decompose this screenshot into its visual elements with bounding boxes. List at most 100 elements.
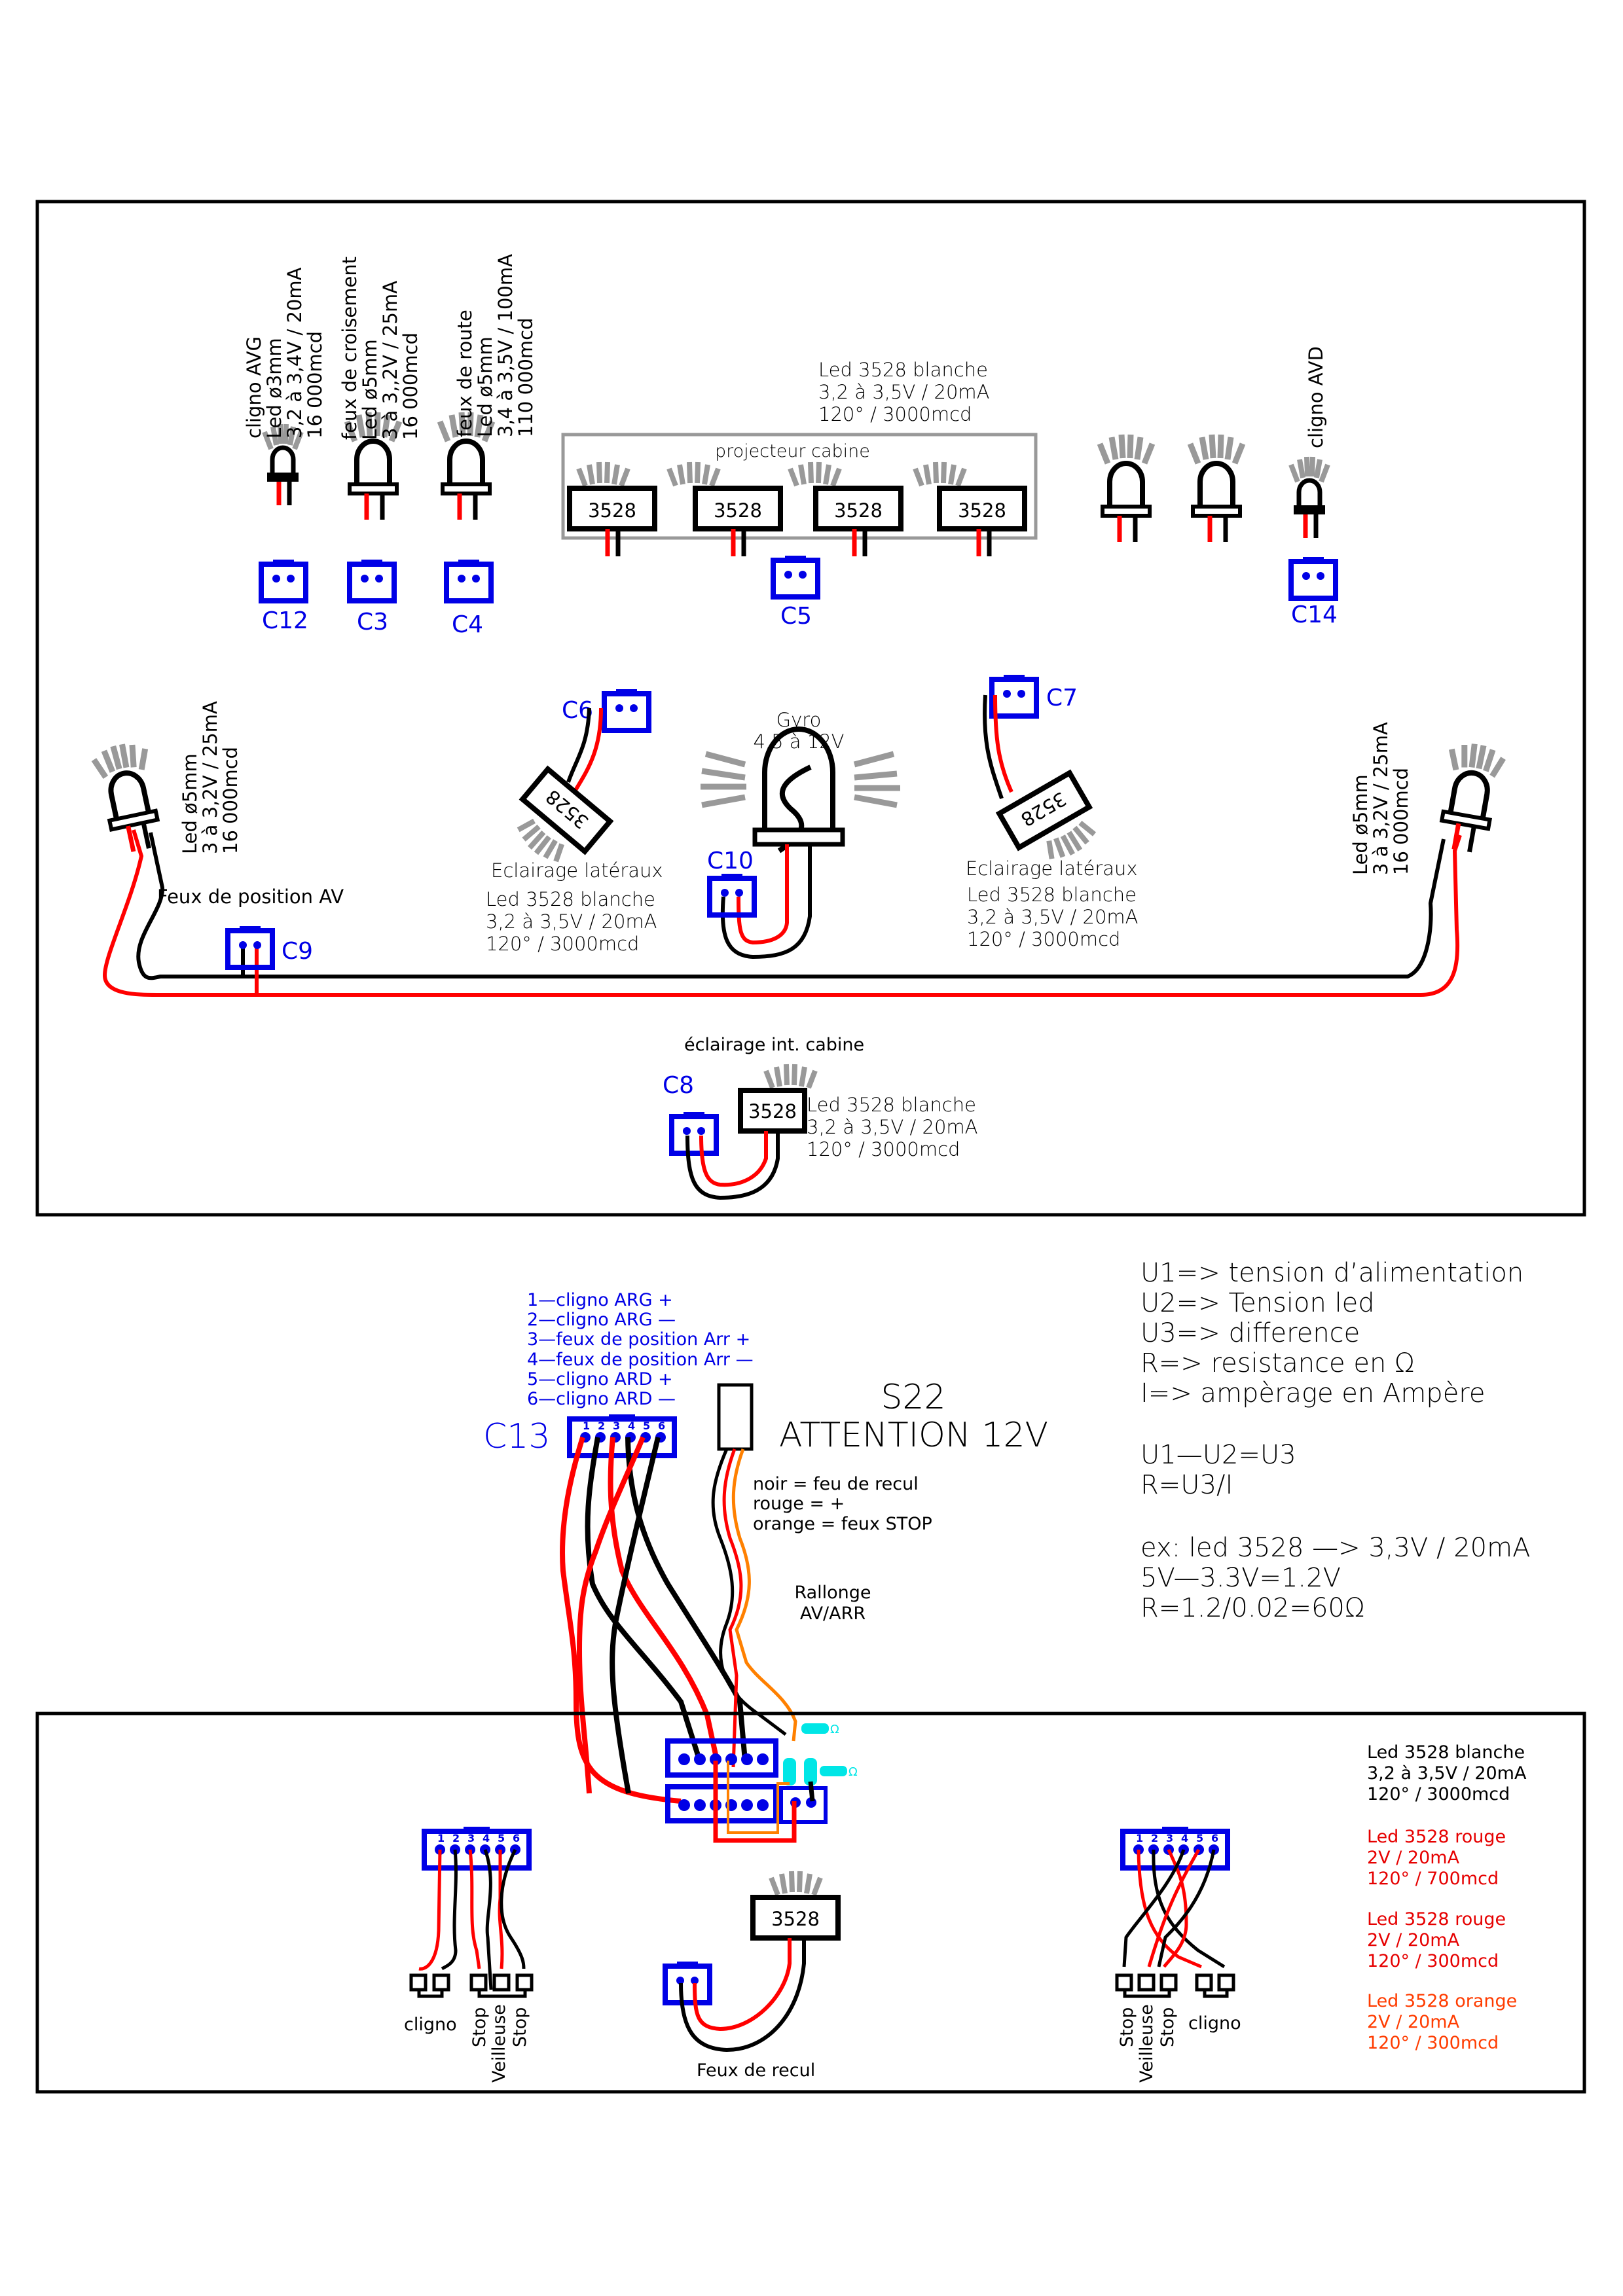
spec-cabin-interior: Led 3528 blanche 3,2 à 3,5V / 20mA 120° … — [807, 1094, 977, 1160]
led-front-right-1 — [1100, 435, 1152, 542]
svg-text:3 à 3,2V / 25mA: 3 à 3,2V / 25mA — [1370, 722, 1392, 875]
led-position-av-right — [1434, 740, 1504, 855]
svg-text:120° / 300mcd: 120° / 300mcd — [1367, 1951, 1499, 1971]
connector-c5[interactable] — [773, 556, 818, 597]
label-rear-right-cligno: cligno — [1188, 2013, 1241, 2034]
connector-c10[interactable] — [710, 874, 754, 915]
svg-text:Led 3528 blanche: Led 3528 blanche — [818, 359, 988, 381]
s22-plug[interactable] — [717, 1383, 754, 1451]
distribution-block-bottom[interactable] — [665, 1784, 778, 1823]
svg-text:3,2 à 3,5V / 20mA: 3,2 à 3,5V / 20mA — [1367, 1763, 1527, 1784]
svg-text:3: 3 — [613, 1420, 620, 1432]
wires-rear-right — [1122, 1848, 1226, 1969]
svg-text:U3=> difference: U3=> difference — [1140, 1318, 1360, 1348]
svg-text:1—cligno ARG +: 1—cligno ARG + — [527, 1290, 673, 1310]
connector-c9[interactable] — [228, 926, 272, 967]
led-position-av-left — [92, 740, 166, 855]
label-feux-route: feux de route Led ø5mm 3,4 à 3,5V / 100m… — [454, 254, 537, 437]
svg-text:AV/ARR: AV/ARR — [800, 1604, 866, 1624]
svg-text:I=> ampèrage en Ampère: I=> ampèrage en Ampère — [1140, 1378, 1485, 1408]
svg-text:3,2 à 3,5V / 20mA: 3,2 à 3,5V / 20mA — [807, 1116, 977, 1138]
connector-label-c10: C10 — [707, 848, 754, 874]
gyro-label: Gyro 4.5 à 12V — [753, 709, 844, 753]
svg-text:2V / 20mA: 2V / 20mA — [1367, 1930, 1460, 1950]
svg-text:feux de route: feux de route — [454, 310, 476, 437]
svg-text:3,2 à 3,4V / 20mA: 3,2 à 3,4V / 20mA — [283, 267, 306, 439]
label-position-av-left: Led ø5mm 3 à 3,2V / 25mA 16 000mcd — [179, 701, 242, 854]
connector-c14[interactable] — [1291, 557, 1336, 598]
connector-c3[interactable] — [350, 560, 394, 601]
wires-lateral-right — [983, 694, 1013, 799]
connector-label-c7: C7 — [1046, 685, 1078, 711]
wires-c13-harness — [560, 1436, 748, 1804]
svg-text:rouge = +: rouge = + — [753, 1494, 845, 1514]
wires-gyro — [720, 844, 812, 960]
svg-text:Stop: Stop — [1158, 2007, 1178, 2047]
connector-c8[interactable] — [672, 1112, 716, 1153]
spec-lateral-left: Eclairage latéraux Led 3528 blanche 3,2 … — [486, 859, 663, 955]
svg-text:3 à 3,,2V / 25mA: 3 à 3,,2V / 25mA — [379, 281, 401, 440]
connector-label-c13: C13 — [483, 1417, 550, 1456]
svg-text:5: 5 — [1196, 1832, 1203, 1844]
label-feux-croisement: feux de croisement Led ø5mm 3 à 3,,2V / … — [338, 257, 422, 440]
wires-rear-left — [418, 1848, 526, 1990]
svg-text:cligno AVG: cligno AVG — [243, 336, 265, 439]
svg-text:R=U3/I: R=U3/I — [1140, 1470, 1233, 1500]
connector-c6[interactable] — [604, 689, 649, 730]
svg-text:Led 3528 rouge: Led 3528 rouge — [1367, 1827, 1506, 1847]
s22-title: S22 — [881, 1378, 945, 1417]
svg-text:Veilleuse: Veilleuse — [1137, 2004, 1157, 2083]
svg-text:4—feux de position Arr —: 4—feux de position Arr — — [527, 1350, 754, 1370]
label-feux-position-av: Feux de position AV — [157, 886, 344, 908]
extension-label: Rallonge AV/ARR — [794, 1583, 871, 1624]
chip-reverse: 3528 — [750, 1871, 841, 1941]
bulb-sockets-rear-right — [1117, 1975, 1233, 1998]
power-terminal[interactable] — [779, 1786, 828, 1824]
wires-lateral-left — [566, 708, 603, 796]
c13-pin-numbers: 1 2 3 4 5 6 — [583, 1420, 665, 1432]
chip-cabin-interior: 3528 — [738, 1064, 815, 1134]
wires-position-av — [102, 829, 1462, 997]
svg-text:U1=> tension d’alimentation: U1=> tension d’alimentation — [1140, 1258, 1523, 1288]
svg-text:3528: 3528 — [714, 499, 762, 522]
svg-text:16 000mcd: 16 000mcd — [1390, 768, 1412, 875]
svg-text:Eclairage latéraux: Eclairage latéraux — [491, 859, 663, 882]
distribution-block-top[interactable] — [665, 1738, 778, 1778]
svg-text:16 000mcd: 16 000mcd — [304, 331, 326, 439]
svg-text:3528: 3528 — [958, 499, 1006, 522]
svg-text:Led 3528 orange: Led 3528 orange — [1367, 1991, 1517, 2011]
connector-label-c14: C14 — [1291, 601, 1338, 628]
svg-text:120° / 3000mcd: 120° / 3000mcd — [486, 933, 639, 955]
connector-reverse[interactable] — [665, 1962, 710, 2003]
connector-c4[interactable] — [447, 560, 491, 601]
svg-text:120° / 3000mcd: 120° / 3000mcd — [807, 1138, 960, 1160]
connector-c7[interactable] — [992, 675, 1036, 716]
svg-text:2V / 20mA: 2V / 20mA — [1367, 1848, 1460, 1868]
svg-text:5—cligno ARD +: 5—cligno ARD + — [527, 1369, 673, 1390]
rear-panel-border — [35, 1712, 1586, 2094]
rear-right-pin-numbers: 1 2 3 4 5 6 — [1136, 1832, 1218, 1844]
projecteur-chip-2: 3528 — [669, 462, 783, 556]
cabin-interior-title: éclairage int. cabine — [684, 1035, 864, 1055]
resistors: Ω Ω — [783, 1723, 858, 1785]
svg-text:3,4 à 3,5V / 100mA: 3,4 à 3,5V / 100mA — [494, 254, 517, 437]
connector-c12[interactable] — [261, 560, 306, 601]
svg-text:6: 6 — [1211, 1832, 1218, 1844]
gyro-beacon — [701, 726, 900, 853]
svg-text:Led 3528 blanche: Led 3528 blanche — [807, 1094, 976, 1116]
spec-lateral-right: Eclairage latéraux Led 3528 blanche 3,2 … — [966, 857, 1138, 950]
projecteur-chip-1: 3528 — [567, 462, 657, 556]
svg-text:4: 4 — [1181, 1832, 1188, 1844]
svg-text:3: 3 — [1166, 1832, 1173, 1844]
svg-text:Led ø5mm: Led ø5mm — [1349, 774, 1372, 875]
c13-pinout: 1—cligno ARG + 2—cligno ARG — 3—feux de … — [527, 1290, 754, 1409]
connector-label-c8: C8 — [663, 1072, 694, 1099]
svg-text:Stop: Stop — [510, 2007, 530, 2047]
wires-cabin-interior — [685, 1131, 780, 1200]
svg-text:3528: 3528 — [748, 1100, 797, 1122]
svg-text:U1—U2=U3: U1—U2=U3 — [1140, 1440, 1296, 1470]
projecteur-title: projecteur cabine — [715, 441, 870, 461]
svg-text:16 000mcd: 16 000mcd — [399, 332, 422, 440]
svg-text:3528: 3528 — [588, 499, 636, 522]
